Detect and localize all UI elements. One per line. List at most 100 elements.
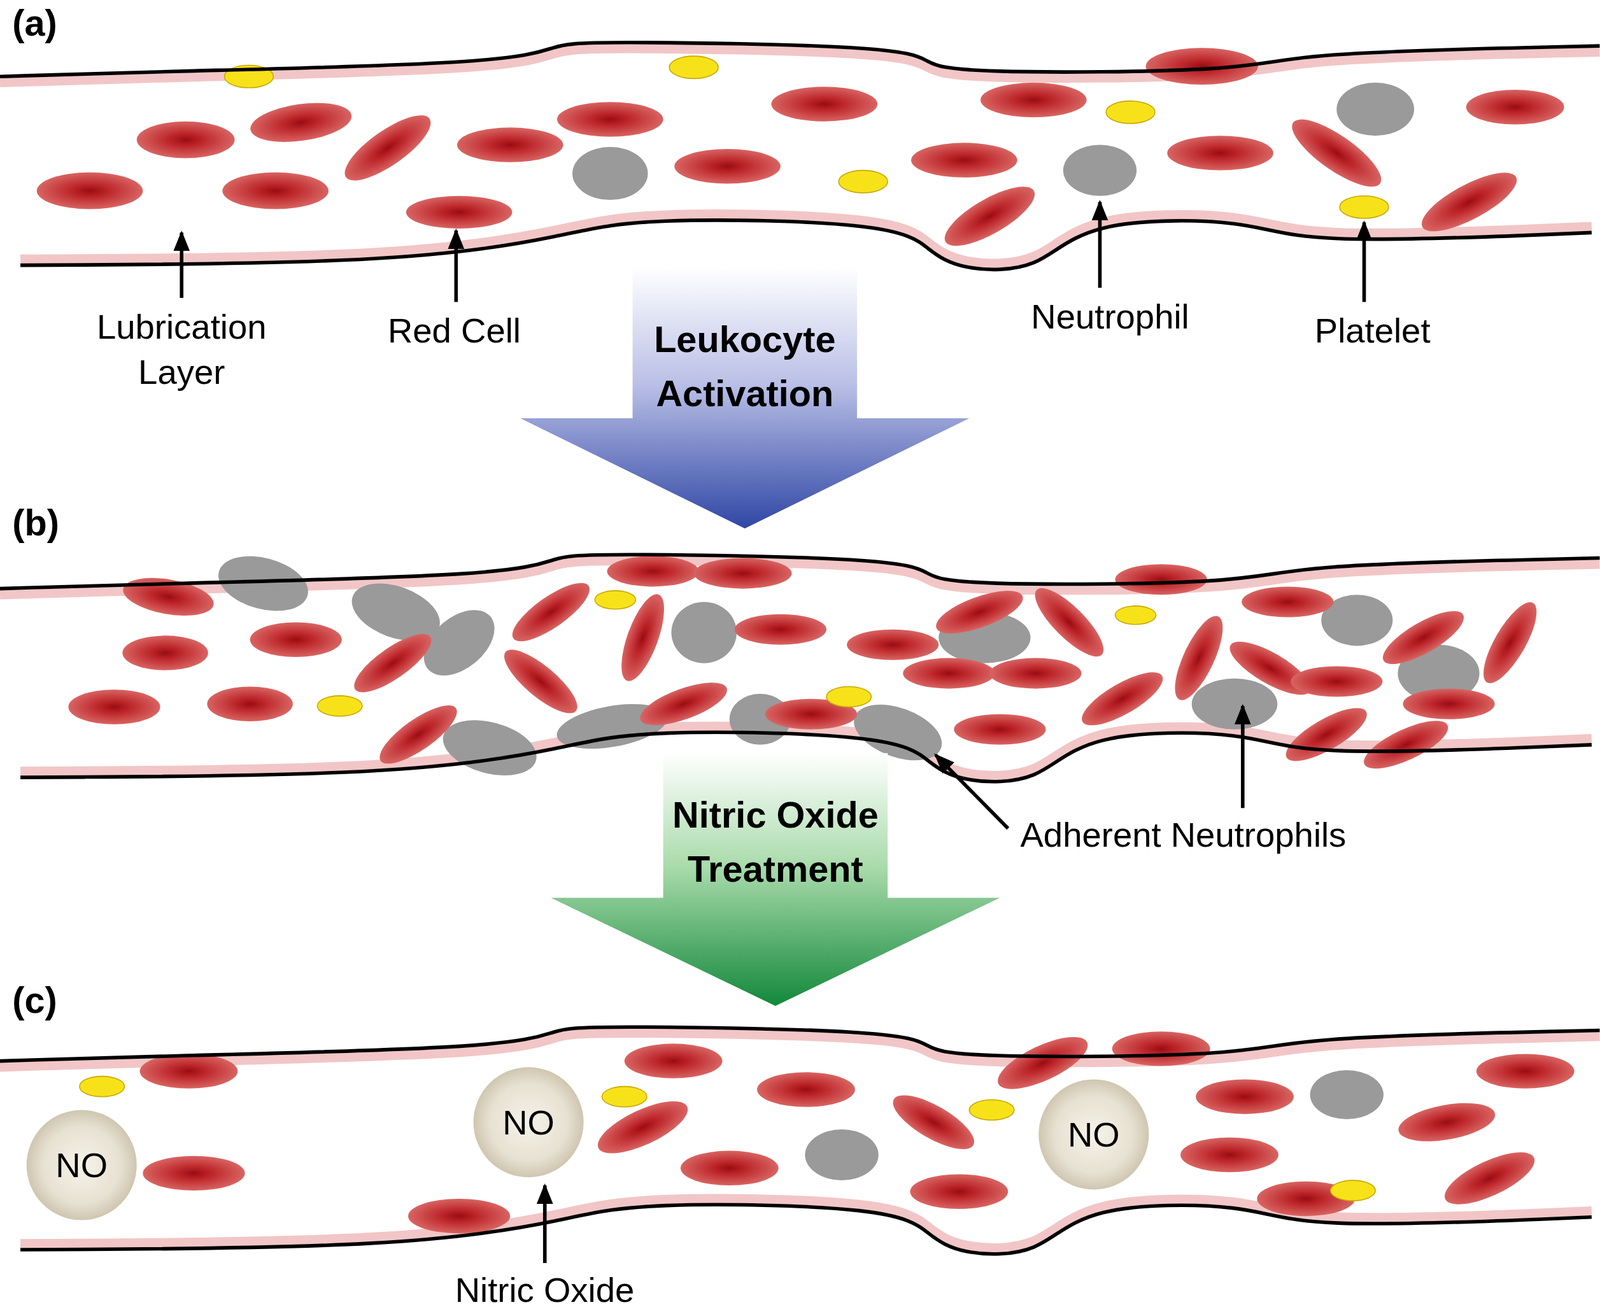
platelet [1339, 196, 1389, 219]
red-cell [336, 104, 440, 192]
neutrophil [1191, 678, 1278, 730]
red-cell [1402, 688, 1495, 720]
circle-shape [1038, 1079, 1149, 1190]
cells [79, 1026, 1575, 1234]
molecule-label: NO [502, 1105, 555, 1140]
red-cell [346, 624, 440, 703]
red-cell [1437, 1142, 1541, 1215]
red-cell [206, 686, 293, 721]
red-cell [136, 121, 235, 159]
nitric-oxide-circle: NO [1037, 1078, 1150, 1191]
leader-line [454, 230, 459, 302]
red-cell [757, 1072, 856, 1107]
red-cell [1074, 662, 1170, 736]
red-cell [909, 1174, 1008, 1209]
vessel-wall [0, 42, 1600, 77]
red-cell [1395, 1097, 1499, 1148]
red-cell [1358, 711, 1455, 779]
vessel-lumen [0, 40, 1600, 272]
red-cell [1115, 564, 1208, 595]
vessel-wall [20, 220, 1592, 270]
red-cell [693, 558, 793, 589]
red-cell [36, 172, 144, 210]
red-cell [911, 142, 1018, 177]
red-cell [1195, 1079, 1294, 1114]
neutrophil [1063, 145, 1137, 197]
red-cell [734, 614, 827, 645]
platelet [601, 1086, 647, 1108]
platelet [969, 1099, 1015, 1120]
platelet [838, 170, 888, 193]
red-cell [504, 573, 598, 651]
red-cell [1180, 1137, 1279, 1173]
red-cell [936, 175, 1043, 257]
red-cell [1165, 609, 1233, 707]
nitric-oxide-circle: NO [472, 1066, 585, 1179]
process-arrow: Leukocyte Activation [520, 267, 970, 529]
platelet [826, 686, 872, 707]
red-cell [1290, 665, 1383, 697]
red-cell [1476, 1053, 1575, 1089]
neutrophil [671, 601, 737, 663]
platelet [79, 1076, 125, 1098]
red-cell [953, 714, 1046, 745]
vessel-wall [0, 1026, 1600, 1061]
arrow-shape [550, 753, 1000, 1006]
vessels [0, 40, 1600, 1257]
part-label: Lubrication Layer [69, 304, 295, 395]
red-cell [222, 172, 329, 210]
arrow-label: Leukocyte Activation [632, 311, 858, 421]
leader-line [935, 755, 1008, 829]
red-cell [120, 571, 217, 623]
red-cell [1466, 89, 1565, 125]
red-cell [247, 97, 354, 148]
red-cell [1223, 632, 1318, 705]
platelet [594, 590, 636, 610]
platelet [1105, 101, 1155, 124]
panel-letter: (b) [12, 499, 60, 548]
part-label: Platelet [1314, 308, 1431, 354]
vessel-wall [0, 1026, 1600, 1255]
red-cell [902, 658, 995, 689]
red-cell [771, 86, 878, 121]
neutrophil [572, 147, 649, 200]
vessel-wall [0, 42, 1600, 270]
leader-line [1098, 201, 1103, 288]
arrow-text-box: Nitric Oxide Treatment [663, 787, 889, 896]
cells [36, 47, 1565, 257]
red-cell [680, 1151, 779, 1186]
leader-line [1240, 706, 1245, 808]
part-label: Nitric Oxide [455, 1267, 635, 1313]
red-cell [495, 640, 586, 724]
vessel-wall [0, 554, 1600, 782]
process-arrow: Nitric Oxide Treatment [550, 753, 1000, 1006]
leader-line [543, 1185, 547, 1264]
vessel-wall [20, 1204, 1592, 1254]
red-cell [606, 555, 699, 587]
arrow-shape [520, 267, 970, 529]
platelet [317, 695, 363, 717]
red-cell [457, 127, 564, 162]
red-cell [1282, 108, 1390, 198]
red-cell [1025, 579, 1113, 666]
red-cell [140, 1053, 239, 1089]
red-cell [1167, 135, 1274, 170]
red-cell [930, 581, 1028, 643]
red-cell [142, 1156, 245, 1191]
red-cell [557, 101, 664, 137]
red-cell [885, 1084, 982, 1160]
circle-shape [473, 1067, 584, 1178]
neutrophil [1310, 1070, 1384, 1120]
part-label: Adherent Neutrophils [1020, 812, 1347, 858]
molecule-label: NO [1067, 1117, 1120, 1152]
red-cell [371, 695, 465, 774]
neutrophil [1336, 82, 1415, 136]
red-cell [624, 1043, 723, 1078]
arrow-label: Nitric Oxide Treatment [663, 787, 889, 896]
red-cell [989, 658, 1082, 689]
nitric-oxide-circle: NO [25, 1109, 138, 1222]
red-cell [1414, 161, 1525, 242]
blood-vessel [0, 1025, 1600, 1257]
panel-letter: (a) [12, 0, 58, 48]
